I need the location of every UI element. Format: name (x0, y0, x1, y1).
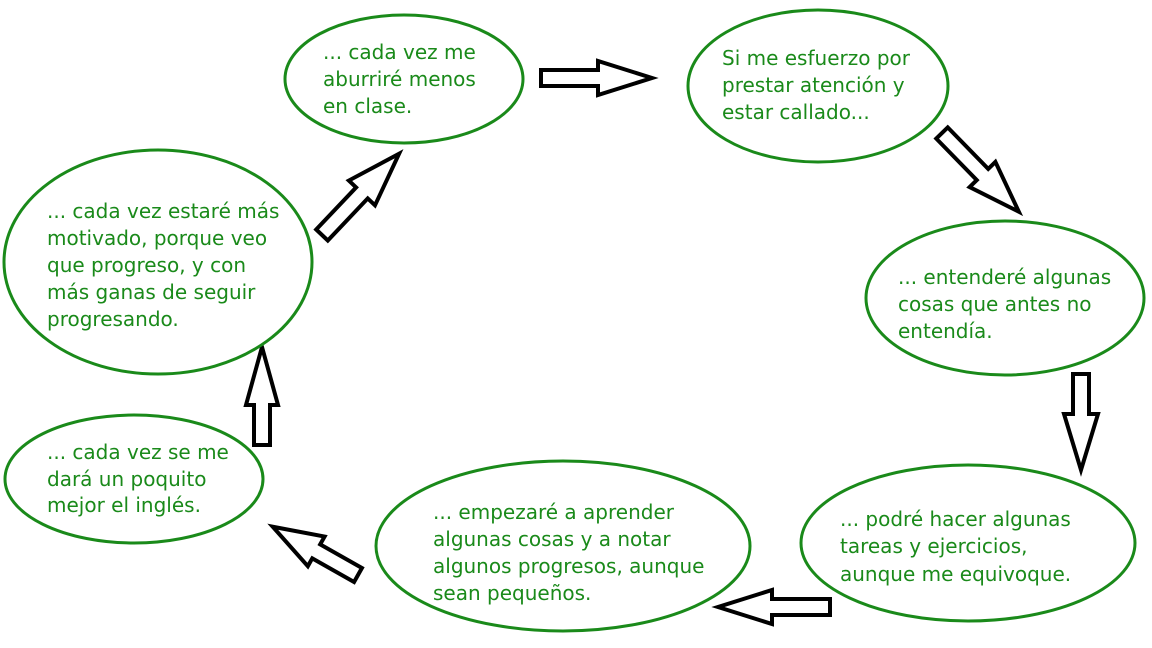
node-text-line: cosas que antes no (898, 292, 1092, 316)
node-text-line: dará un poquito (47, 467, 206, 491)
node-text-line: tareas y ejercicios, (840, 534, 1027, 558)
node-text-line: en clase. (323, 94, 412, 118)
node-text-line: motivado, porque veo (47, 226, 267, 250)
node-text-line: mejor el inglés. (47, 493, 201, 517)
arrow-english-to-motivated (243, 339, 281, 447)
arrow-tasks-to-learn (711, 587, 832, 627)
arrow-motivated-to-bored (313, 149, 404, 244)
arrow-learn-to-english (267, 523, 365, 585)
node-text-line: ... entenderé algunas (898, 265, 1111, 289)
node-text-line: progresando. (47, 307, 179, 331)
node-text-line: ... cada vez me (323, 40, 476, 64)
arrow-understand-to-tasks (1061, 372, 1101, 477)
node-learn: ... empezaré a aprender algunas cosas y a… (374, 459, 752, 633)
node-text-line: ... cada vez estaré más (47, 199, 279, 223)
arrow-start-to-understand (933, 124, 1024, 217)
node-text-line: entendía. (898, 319, 993, 343)
node-text-line: sean pequeños. (433, 581, 591, 605)
arrow-bored-to-start (539, 58, 659, 98)
node-text-line: algunas cosas y a notar (433, 527, 671, 551)
node-text-line: ... podré hacer algunas (840, 507, 1071, 531)
node-text-line: algunos progresos, aunque (433, 554, 704, 578)
node-text-line: prestar atención y (722, 73, 905, 97)
node-motivated: ... cada vez estaré más motivado, porque … (2, 148, 314, 376)
node-text-line: aunque me equivoque. (840, 562, 1071, 586)
node-text-line: ... cada vez se me (47, 440, 229, 464)
node-understand: ... entenderé algunas cosas que antes no e… (864, 219, 1146, 377)
node-text-line: Si me esfuerzo por (722, 46, 911, 70)
node-text-line: más ganas de seguir (47, 280, 256, 304)
node-text-line: ... empezaré a aprender (433, 500, 675, 524)
node-text-line: aburriré menos (323, 67, 476, 91)
node-text-line: estar callado... (722, 100, 870, 124)
node-text-line: que progreso, y con (47, 253, 246, 277)
node-start: Si me esfuerzo por prestar atención y esta… (686, 8, 950, 164)
node-tasks: ... podré hacer algunas tareas y ejercici… (799, 463, 1137, 623)
node-bored: ... cada vez me aburriré menos en clase. (283, 13, 525, 145)
